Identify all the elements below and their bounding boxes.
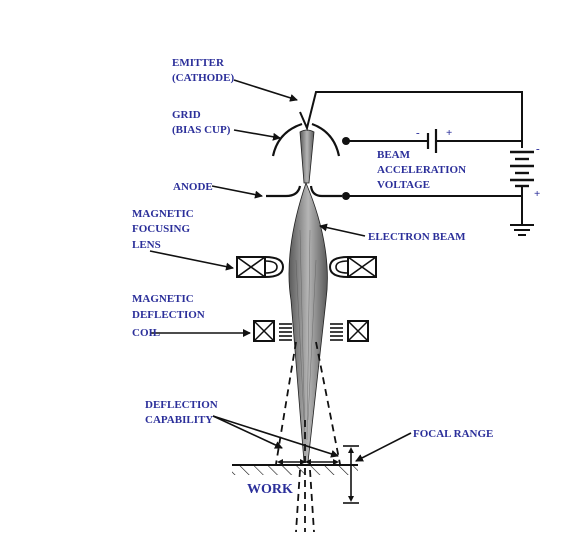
work-surface (232, 464, 358, 475)
work-label: WORK (247, 482, 293, 497)
beam-voltage-label-3: VOLTAGE (377, 179, 430, 191)
focal-range-indicator (343, 445, 359, 504)
emitter-cathode (299, 91, 523, 138)
focusing-lens-label-1: MAGNETIC (132, 208, 194, 220)
beam-voltage-label-1: BEAM (377, 149, 411, 161)
capacitor-plus-label: + (446, 127, 452, 139)
circuit-wiring (346, 138, 523, 225)
anode-label: ANODE (173, 181, 213, 193)
battery-symbol (510, 150, 534, 188)
capacitor-symbol (426, 129, 438, 153)
focusing-lens-label-3: LENS (132, 239, 161, 251)
battery-minus-label: - (536, 143, 540, 155)
capacitor-minus-label: - (416, 127, 420, 139)
deflection-coil-label-2: DEFLECTION (132, 309, 205, 321)
grid-bias-cup (271, 122, 341, 157)
focal-range-label: FOCAL RANGE (413, 428, 493, 440)
beam-voltage-label-2: ACCELERATION (377, 164, 466, 176)
focusing-lens-label-2: FOCUSING (132, 223, 191, 235)
emitter-sub-label: (CATHODE) (172, 72, 234, 84)
grid-label: GRID (172, 109, 201, 121)
electron-beam-shape (288, 129, 328, 463)
battery-plus-label: + (534, 188, 540, 200)
deflection-coil-label-3: COIL (132, 327, 160, 339)
leader-lines (149, 79, 412, 462)
ground-symbol (510, 224, 534, 236)
deflection-coil-label-1: MAGNETIC (132, 293, 194, 305)
magnetic-focusing-lens-right (328, 256, 377, 278)
deflection-capability-label-2: CAPABILITY (145, 414, 213, 426)
deflection-capability-label-1: DEFLECTION (145, 399, 218, 411)
electron-beam-label: ELECTRON BEAM (368, 231, 466, 243)
deflection-paths (275, 341, 341, 533)
magnetic-deflection-coil-right (330, 320, 369, 342)
magnetic-deflection-coil-left (253, 320, 292, 342)
anode-plate (266, 185, 342, 198)
emitter-label: EMITTER (172, 57, 225, 69)
magnetic-focusing-lens-left (236, 256, 285, 278)
grid-sub-label: (BIAS CUP) (172, 124, 231, 136)
labels: EMITTER (CATHODE) GRID (BIAS CUP) ANODE … (132, 57, 493, 440)
